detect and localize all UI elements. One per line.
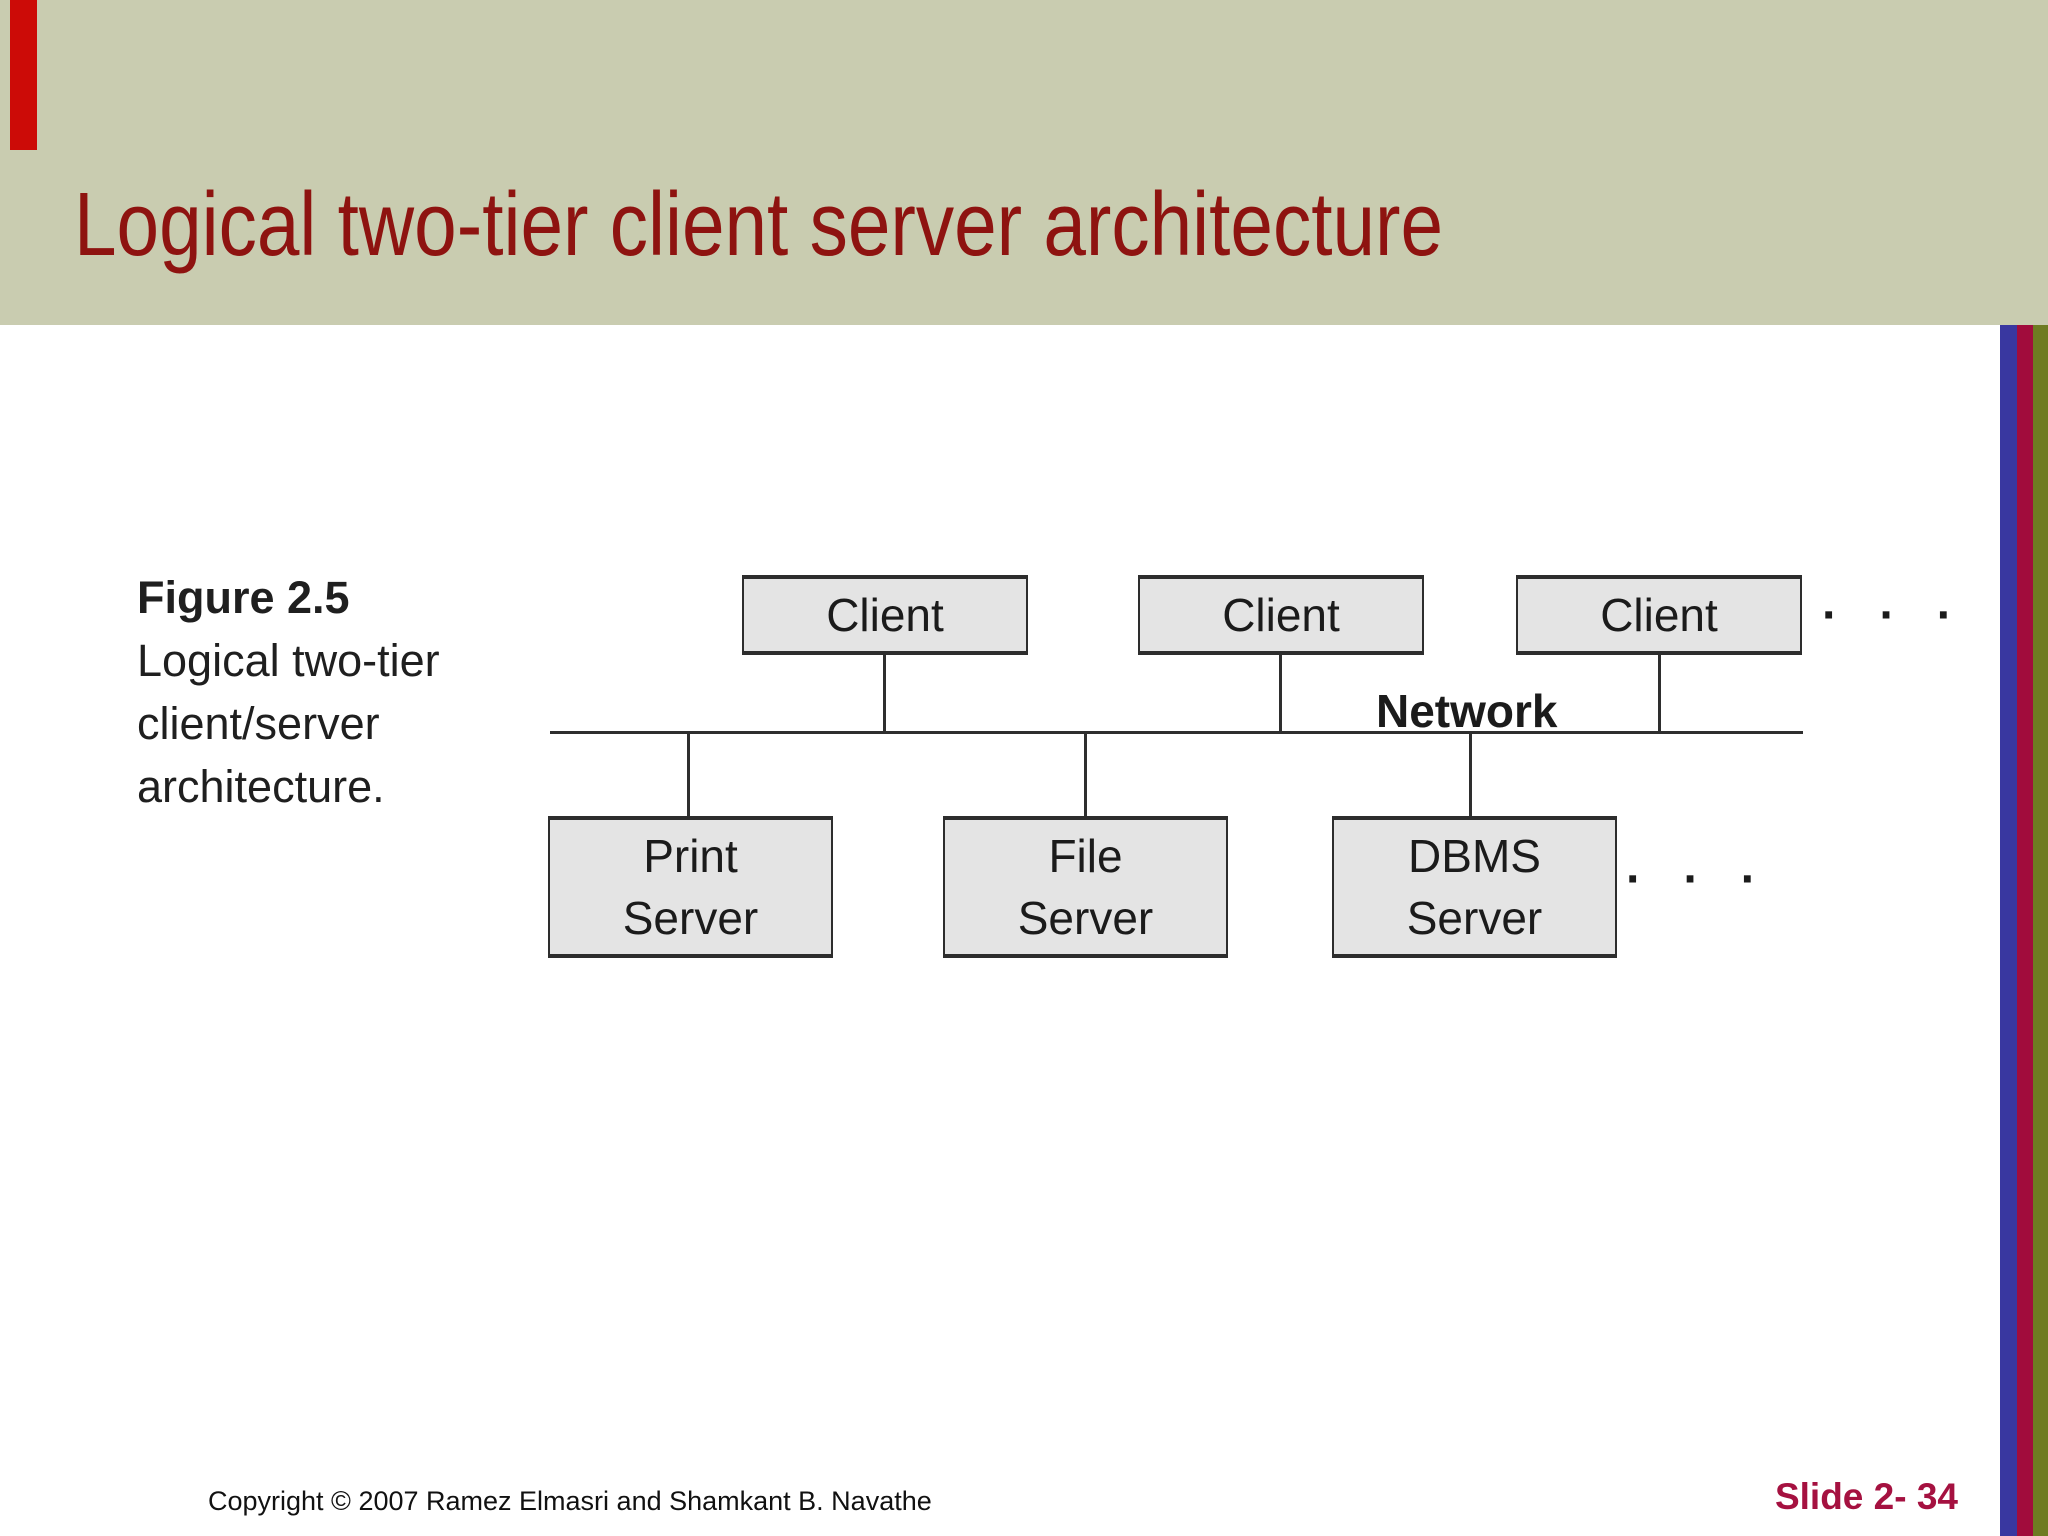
connector-client-1 bbox=[883, 655, 886, 733]
figure-caption: Figure 2.5 Logical two-tier client/serve… bbox=[137, 566, 440, 818]
connector-server-2 bbox=[1084, 733, 1087, 817]
figure-caption-line: client/server bbox=[137, 698, 380, 749]
file-server-box: File Server bbox=[943, 816, 1228, 958]
network-line bbox=[550, 731, 1803, 734]
print-server-line2: Server bbox=[622, 892, 759, 944]
client-box-1-label: Client bbox=[826, 589, 944, 641]
page-title: Logical two-tier client server architect… bbox=[74, 175, 1444, 275]
copyright-text: Copyright © 2007 Ramez Elmasri and Shamk… bbox=[208, 1486, 932, 1516]
client-box-2-label: Client bbox=[1222, 589, 1340, 641]
connector-client-3 bbox=[1658, 655, 1661, 733]
figure-caption-line: architecture. bbox=[137, 761, 385, 812]
figure-caption-label: Figure 2.5 bbox=[137, 572, 350, 623]
print-server-line1: Print bbox=[643, 830, 738, 882]
client-box-2: Client bbox=[1138, 575, 1424, 655]
dbms-server-box: DBMS Server bbox=[1332, 816, 1617, 958]
network-label: Network bbox=[1376, 685, 1558, 737]
edge-stripe-olive bbox=[2033, 325, 2048, 1536]
client-box-1: Client bbox=[742, 575, 1028, 655]
corner-accent-bar bbox=[10, 0, 37, 150]
server-ellipsis: · · · bbox=[1626, 853, 1771, 906]
print-server-box: Print Server bbox=[548, 816, 833, 958]
connector-server-1 bbox=[687, 733, 690, 817]
file-server-line2: Server bbox=[1017, 892, 1154, 944]
file-server-line1: File bbox=[1048, 830, 1123, 882]
edge-stripe-crimson bbox=[2017, 325, 2033, 1536]
header-banner bbox=[0, 0, 2048, 325]
dbms-server-line1: DBMS bbox=[1408, 830, 1541, 882]
figure-caption-line: Logical two-tier bbox=[137, 635, 440, 686]
edge-stripe-blue bbox=[2000, 325, 2017, 1536]
connector-server-3 bbox=[1469, 733, 1472, 817]
dbms-server-line2: Server bbox=[1406, 892, 1543, 944]
client-ellipsis: · · · bbox=[1822, 589, 1967, 642]
slide-number: Slide 2- 34 bbox=[1774, 1476, 1958, 1517]
client-box-3: Client bbox=[1516, 575, 1802, 655]
connector-client-2 bbox=[1279, 655, 1282, 733]
client-box-3-label: Client bbox=[1600, 589, 1718, 641]
